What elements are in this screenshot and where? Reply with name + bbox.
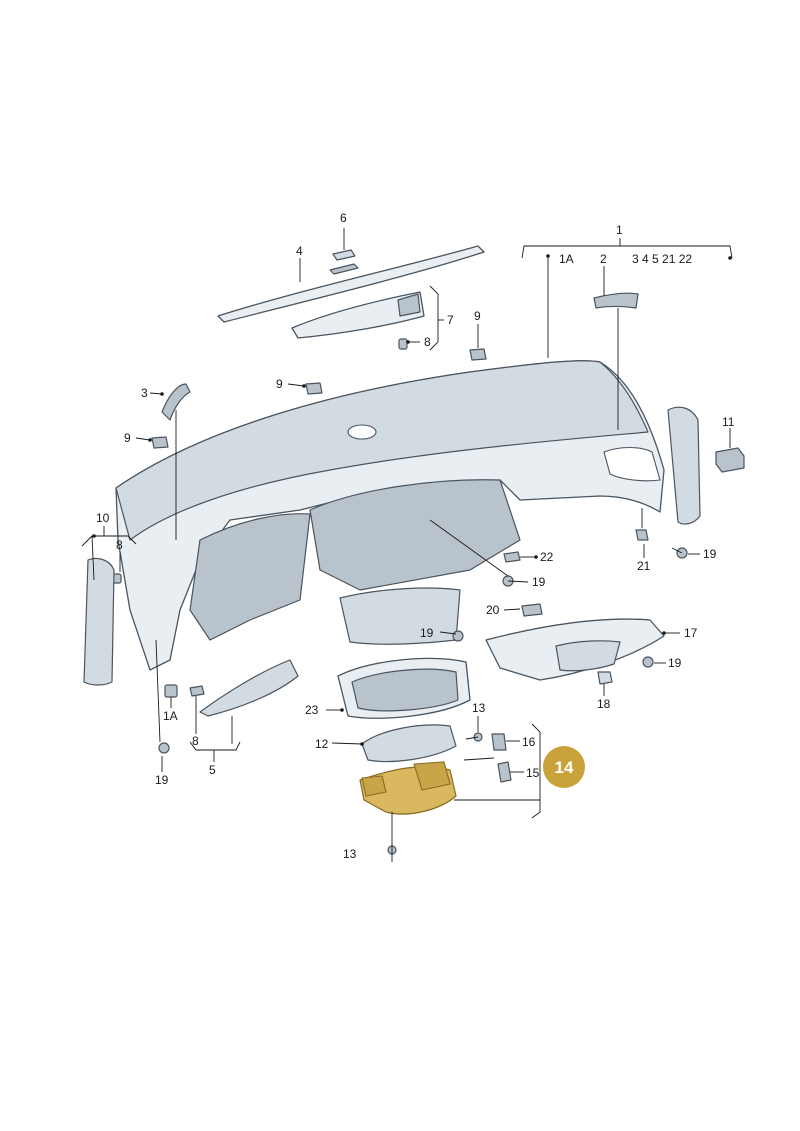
callout-5: 5 [209,763,216,777]
part-23-cluster-window [351,668,459,712]
callout-18: 18 [597,697,611,711]
callout-13-bottom: 13 [343,847,357,861]
part-1-center-vent [347,424,377,440]
callout-19-center: 19 [532,575,546,589]
callout-22: 22 [540,550,554,564]
part-1A-clip-lower[interactable] [164,684,178,698]
part-21-clip[interactable] [635,529,649,541]
callout-9-left: 9 [124,431,131,445]
callout-1A-left: 1A [163,709,178,723]
screw-19-left[interactable] [158,742,170,754]
callout-19-left: 19 [155,773,169,787]
callout-8-left: 8 [116,538,123,552]
screw-19-mid[interactable] [452,630,464,642]
callout-labels: 1 1A 2 3 4 5 21 22 6 4 7 8 9 9 3 9 11 10… [96,211,735,861]
callout-1: 1 [616,223,623,237]
callout-12: 12 [315,737,329,751]
part-4-slot [329,263,359,275]
callout-23: 23 [305,703,319,717]
screw-19-right[interactable] [671,547,688,559]
part-8-clip-top[interactable] [398,338,408,350]
callout-20: 20 [486,603,500,617]
screw-19-r17[interactable] [642,656,654,668]
part-12-upper-shroud[interactable] [361,724,457,763]
callout-4: 4 [296,244,303,258]
part-6-clip[interactable] [332,249,356,261]
callout-1A-top: 1A [559,252,574,266]
part-9-clip-top[interactable] [469,348,487,361]
part-9-clip-mid[interactable] [305,382,323,395]
callout-3: 3 [141,386,148,400]
part-1-side-panel-right[interactable] [667,406,701,525]
callout-2-group: 3 4 5 21 22 [632,252,692,266]
screw-13-top[interactable] [465,732,483,742]
highlight-badge-14[interactable]: 14 [543,746,585,788]
part-15-cap[interactable] [497,761,512,783]
part-2-air-vent-right[interactable] [593,292,639,309]
callout-19-r17: 19 [668,656,682,670]
callout-21: 21 [637,559,651,573]
callout-17: 17 [684,626,698,640]
badge-label: 14 [555,758,574,777]
callout-19-mid: 19 [420,626,434,640]
callout-16: 16 [522,735,536,749]
part-18-clip[interactable] [597,671,613,685]
part-9-clip-left[interactable] [151,436,169,449]
part-8-clip-lower[interactable] [189,685,205,697]
callout-10: 10 [96,511,110,525]
part-1-center-cavity [309,479,521,591]
part-5-lower-trim[interactable] [199,659,299,717]
callout-9-mid: 9 [276,377,283,391]
callout-11: 11 [722,415,735,429]
callout-8-top: 8 [424,335,431,349]
part-4-trim-strip[interactable] [217,245,485,323]
screw-13-bottom[interactable] [387,845,397,862]
part-1-glovebox-opening [603,446,661,482]
part-1-top-surface [115,360,649,541]
callout-7: 7 [447,313,454,327]
part-17-recess [555,640,621,672]
leader-lines [81,228,733,846]
callout-15: 15 [526,766,540,780]
callout-13-top: 13 [472,701,486,715]
callout-6: 6 [340,211,347,225]
part-20-clip[interactable] [521,603,543,617]
part-11-knob[interactable] [715,447,745,473]
part-7-grille [397,293,421,317]
part-10-side-panel-left[interactable] [83,557,115,686]
part-1-console-stub [339,587,461,645]
callout-2: 2 [600,252,607,266]
part-16-cap[interactable] [491,733,507,751]
part-7-speaker-cover[interactable] [291,291,425,339]
callout-19-right: 19 [703,547,717,561]
part-22-clip[interactable] [503,551,521,563]
part-3-air-vent-left[interactable] [161,383,191,421]
callout-8-bottom: 8 [192,734,199,748]
part-14-lower-shroud-highlighted[interactable] [359,761,457,815]
callout-9-top: 9 [474,309,481,323]
badge-circle [543,746,585,788]
part-1-left-cavity [189,513,311,641]
